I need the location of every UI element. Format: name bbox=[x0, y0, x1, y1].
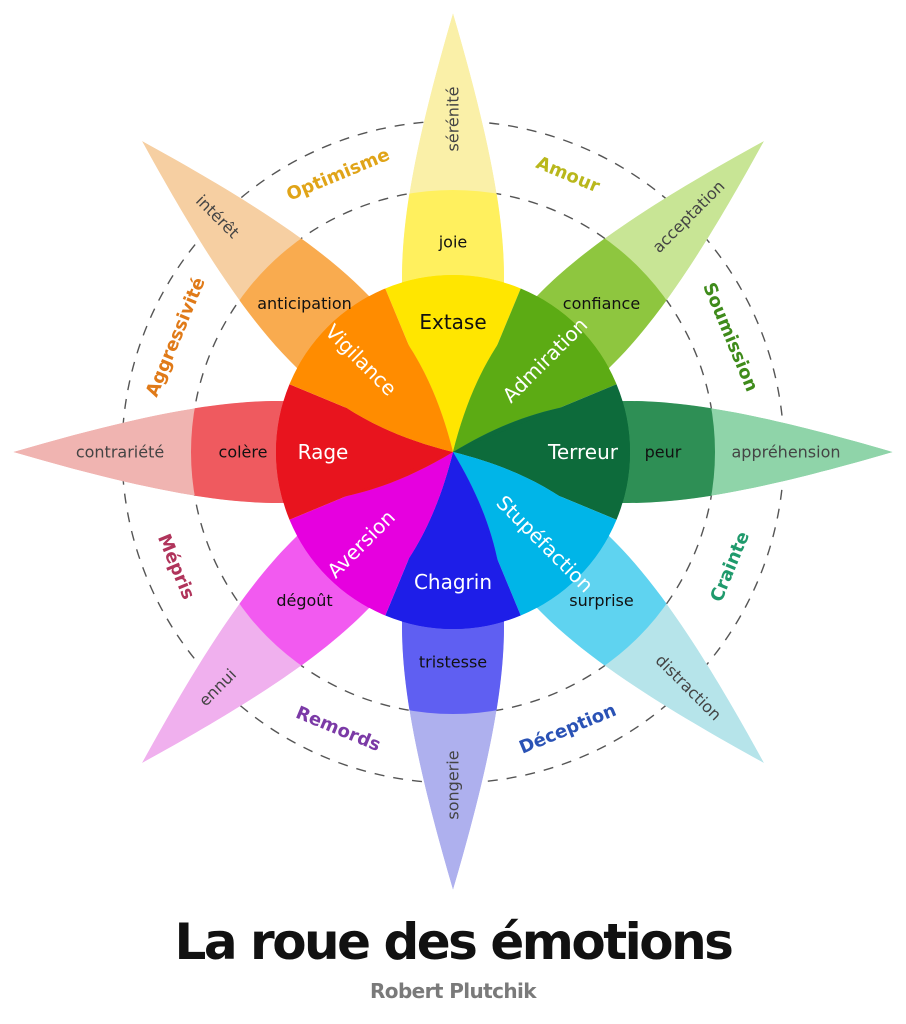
dyad-label: Optimisme bbox=[284, 144, 393, 205]
dyad-label: Mépris bbox=[153, 531, 199, 603]
petal-primary-label: Rage bbox=[298, 440, 349, 464]
petal-outer-label: contrariété bbox=[76, 443, 164, 462]
dyad-label: Remords bbox=[293, 702, 384, 756]
petal-3 bbox=[453, 384, 893, 520]
emotion-wheel: ExtasejoiesérénitéAdmirationconfianceacc… bbox=[13, 13, 893, 890]
petal-mid-label: surprise bbox=[569, 591, 633, 610]
page-title: La roue des émotions bbox=[174, 913, 734, 971]
petal-mid-label: tristesse bbox=[419, 653, 487, 672]
petal-mid-label: colère bbox=[219, 443, 268, 462]
petal-primary-label: Extase bbox=[419, 310, 486, 334]
petal-mid-label: confiance bbox=[563, 294, 640, 313]
dyad-label: Soumission bbox=[698, 280, 762, 395]
dyad-label: Crainte bbox=[706, 529, 754, 605]
petal-1 bbox=[385, 13, 521, 452]
page-subtitle: Robert Plutchik bbox=[370, 979, 537, 1003]
petal-core-wedge bbox=[289, 288, 453, 452]
petal-core-wedge bbox=[453, 452, 617, 616]
petal-5 bbox=[385, 452, 521, 890]
petal-core-wedge bbox=[385, 275, 521, 452]
petal-mid-label: peur bbox=[645, 443, 682, 462]
petal-outer-label: appréhension bbox=[731, 443, 840, 462]
petal-primary-label: Chagrin bbox=[414, 570, 492, 594]
dyad-label: Aggressivité bbox=[142, 274, 210, 399]
petal-outer-label: songerie bbox=[444, 750, 463, 819]
petal-core-wedge bbox=[385, 452, 521, 629]
petal-core-wedge bbox=[453, 384, 630, 520]
petal-outer-label: sérénité bbox=[444, 87, 463, 152]
petal-core-wedge bbox=[289, 452, 453, 616]
petal-mid-label: dégoût bbox=[276, 591, 332, 610]
petal-primary-label: Terreur bbox=[547, 440, 619, 464]
petal-mid-label: anticipation bbox=[257, 294, 352, 313]
petal-mid-label: joie bbox=[438, 233, 468, 252]
dyad-label: Amour bbox=[533, 152, 603, 197]
petal-core-wedge bbox=[276, 384, 453, 520]
petal-core-wedge bbox=[453, 288, 617, 452]
petal-7 bbox=[13, 384, 453, 520]
dyad-label: Déception bbox=[516, 700, 619, 759]
